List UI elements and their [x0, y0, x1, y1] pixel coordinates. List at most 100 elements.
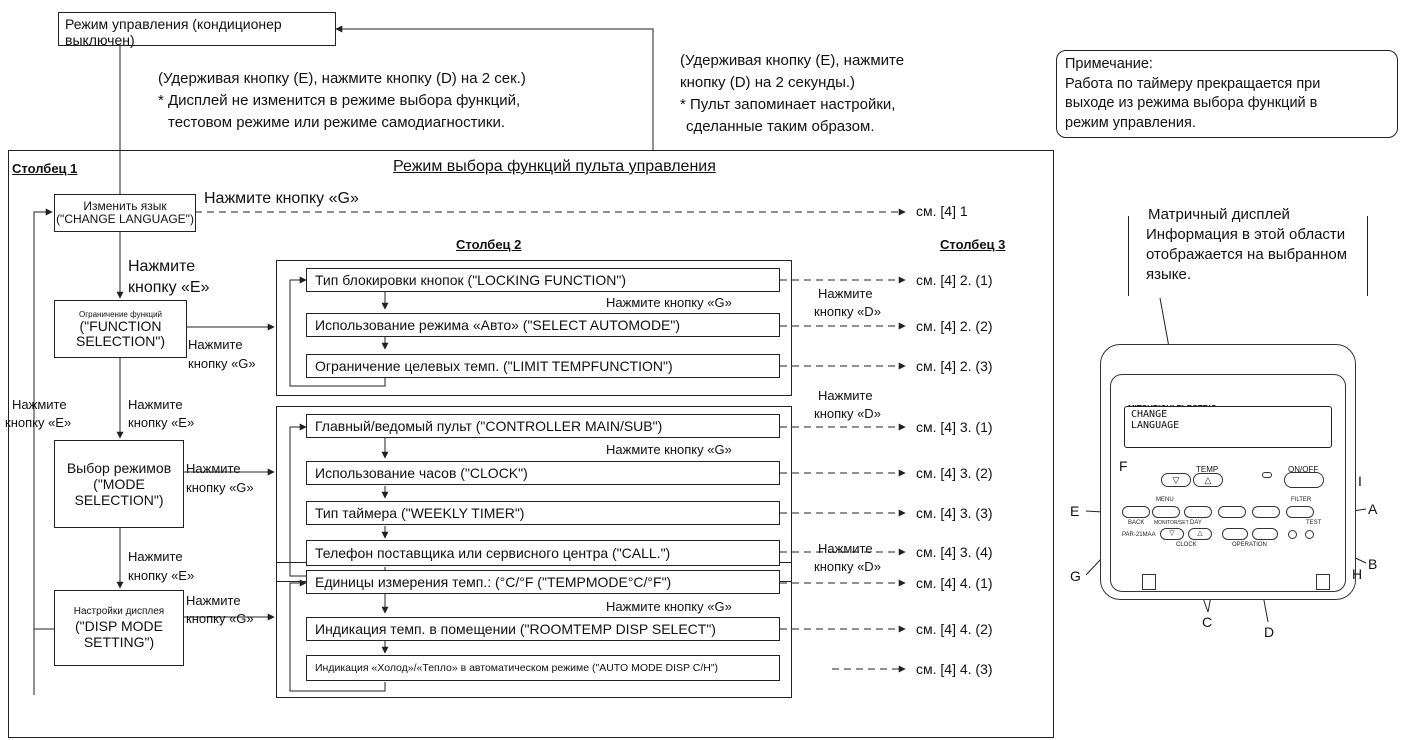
test-label: TEST	[1306, 520, 1322, 526]
hold-note-left-1: (Удерживая кнопку (E), нажмите кнопку (D…	[158, 70, 526, 87]
press-d-1a: Нажмите	[818, 286, 873, 301]
note-line-3: режим управления.	[1065, 114, 1196, 131]
onoff-label: ON/OFF	[1288, 465, 1319, 474]
day-onoff-button[interactable]	[1184, 506, 1212, 518]
controller-main-sub-text: Главный/ведомый пульт ("CONTROLLER MAIN/…	[315, 417, 663, 434]
matrix-line-3: отображается на выбранном	[1146, 246, 1348, 263]
hold-note-left-3: тестовом режиме или режиме самодиагности…	[168, 114, 505, 131]
automode-disp-text: Индикация «Холод»/«Тепло» в автоматическ…	[315, 661, 719, 674]
matrix-display-bracket	[1128, 216, 1368, 296]
onoff-button[interactable]	[1284, 472, 1324, 488]
press-g-dm-a: Нажмите	[186, 593, 241, 608]
ref-4-2: см. [4] 4. (2)	[916, 621, 993, 637]
ref-3-3: см. [4] 3. (3)	[916, 505, 993, 521]
temp-up-button[interactable]: △	[1193, 473, 1223, 487]
group-1-frame	[276, 260, 792, 396]
callout-f: F	[1119, 458, 1128, 474]
controller-main-sub-box[interactable]: Главный/ведомый пульт ("CONTROLLER MAIN/…	[306, 414, 780, 438]
control-mode-text: Режим управления (кондиционер выключен)	[65, 16, 282, 48]
matrix-line-1: Матричный дисплей	[1146, 206, 1292, 223]
select-automode-box[interactable]: Использование режима «Авто» ("SELECT AUT…	[306, 313, 780, 337]
press-e-loop-a: Нажмите	[12, 397, 67, 412]
press-g-group2: Нажмите кнопку «G»	[606, 442, 732, 457]
press-e-2b: кнопку «E»	[128, 415, 195, 430]
operation-down-button[interactable]	[1222, 528, 1248, 540]
automode-disp-box[interactable]: Индикация «Холод»/«Тепло» в автоматическ…	[306, 655, 780, 681]
change-language-text: Изменить язык ("CHANGE LANGUAGE")	[56, 199, 194, 226]
lcd-line-2: LANGUAGE	[1131, 420, 1180, 431]
ref-3-4: см. [4] 3. (4)	[916, 544, 993, 560]
mode-selection-box[interactable]: Выбор режимов ("MODE SELECTION")	[54, 440, 184, 528]
ref-3-1: см. [4] 3. (1)	[916, 419, 993, 435]
temp-label: TEMP	[1196, 465, 1219, 474]
press-g-ms-b: кнопку «G»	[186, 480, 254, 495]
roomtemp-box[interactable]: Индикация темп. в помещении ("ROOMTEMP D…	[306, 617, 780, 641]
disp-mode-code: ("DISP MODE SETTING")	[75, 618, 163, 650]
tempmode-box[interactable]: Единицы измерения темп.: (°C/°F ("TEMPMO…	[306, 570, 780, 594]
roomtemp-text: Индикация темп. в помещении ("ROOMTEMP D…	[315, 620, 716, 637]
model-label: PAR-21MAA	[1122, 532, 1156, 538]
filter-label: FILTER	[1291, 497, 1312, 503]
disp-mode-box[interactable]: Настройки дисплея ("DISP MODE SETTING")	[54, 590, 184, 666]
column-2-label: Столбец 2	[456, 237, 522, 252]
note-line-1: Работа по таймеру прекращается при	[1065, 75, 1321, 92]
function-selection-box[interactable]: Ограничение функций ("FUNCTION SELECTION…	[54, 300, 187, 358]
main-frame	[8, 150, 1054, 738]
callout-a: A	[1368, 501, 1378, 517]
hold-note-right-4: сделанные таким образом.	[686, 118, 875, 135]
remote-clip-right	[1316, 574, 1330, 590]
weekly-timer-text: Тип таймера ("WEEKLY TIMER")	[315, 504, 525, 521]
operation-label: OPERATION	[1232, 542, 1267, 548]
lcd-screen: CHANGE LANGUAGE	[1124, 406, 1332, 448]
temp-down-button[interactable]: ▽	[1161, 473, 1191, 487]
menu-button[interactable]	[1152, 506, 1180, 518]
limit-temp-text: Ограничение целевых темп. ("LIMIT TEMPFU…	[315, 357, 673, 374]
press-d-3a: Нажмите	[818, 541, 873, 556]
fan-button[interactable]	[1218, 506, 1246, 518]
hold-note-right-1: (Удерживая кнопку (E), нажмите	[680, 52, 905, 69]
clock-text: Использование часов ("CLOCK")	[315, 464, 528, 481]
weekly-timer-box[interactable]: Тип таймера ("WEEKLY TIMER")	[306, 501, 780, 525]
select-automode-text: Использование режима «Авто» ("SELECT AUT…	[315, 316, 681, 333]
press-e-2a: Нажмите	[128, 397, 183, 412]
press-g-dm-b: кнопку «G»	[186, 611, 254, 626]
ref-2-1: см. [4] 2. (1)	[916, 272, 993, 288]
vane-button[interactable]	[1252, 506, 1280, 518]
press-e-1a: Нажмите	[128, 258, 196, 275]
press-g-change-lang: Нажмите кнопку «G»	[204, 190, 359, 207]
check-button[interactable]	[1288, 530, 1297, 539]
column-1-label: Столбец 1	[12, 161, 78, 176]
callout-b: B	[1368, 556, 1378, 572]
note-box: Примечание: Работа по таймеру прекращает…	[1056, 50, 1398, 138]
call-box[interactable]: Телефон поставщика или сервисного центра…	[306, 540, 780, 566]
main-title: Режим выбора функций пульта управления	[393, 158, 716, 175]
ref-2-2: см. [4] 2. (2)	[916, 318, 993, 334]
clock-down-button[interactable]: ▽	[1160, 528, 1184, 540]
clock-label: CLOCK	[1176, 542, 1197, 548]
clock-box[interactable]: Использование часов ("CLOCK")	[306, 461, 780, 485]
locking-function-text: Тип блокировки кнопок ("LOCKING FUNCTION…	[315, 271, 627, 288]
test-button[interactable]	[1305, 530, 1314, 539]
locking-function-box[interactable]: Тип блокировки кнопок ("LOCKING FUNCTION…	[306, 268, 780, 292]
control-mode-box: Режим управления (кондиционер выключен)	[58, 12, 336, 48]
indicator-lamp	[1262, 472, 1272, 478]
back-button[interactable]	[1122, 506, 1150, 518]
press-e-3a: Нажмите	[128, 549, 183, 564]
press-g-group1: Нажмите кнопку «G»	[606, 295, 732, 310]
change-language-box[interactable]: Изменить язык ("CHANGE LANGUAGE")	[54, 194, 196, 232]
callout-c: C	[1202, 614, 1213, 630]
monitor-label: MONITOR/SET	[1154, 520, 1189, 526]
operation-up-button[interactable]	[1252, 528, 1278, 540]
ref-1: см. [4] 1	[916, 203, 968, 219]
press-d-3b: кнопку «D»	[814, 559, 881, 574]
callout-d: D	[1264, 624, 1275, 640]
filter-button[interactable]	[1286, 506, 1314, 518]
press-e-1b: кнопку «E»	[128, 279, 210, 296]
clock-up-button[interactable]: △	[1188, 528, 1212, 540]
press-e-3b: кнопку «E»	[128, 568, 195, 583]
hold-note-left-2: * Дисплей не изменится в режиме выбора ф…	[158, 92, 521, 109]
hold-note-right-2: кнопку (D) на 2 секунды.)	[680, 74, 856, 91]
hold-note-right-3: * Пульт запоминает настройки,	[680, 96, 896, 113]
limit-temp-box[interactable]: Ограничение целевых темп. ("LIMIT TEMPFU…	[306, 354, 780, 378]
